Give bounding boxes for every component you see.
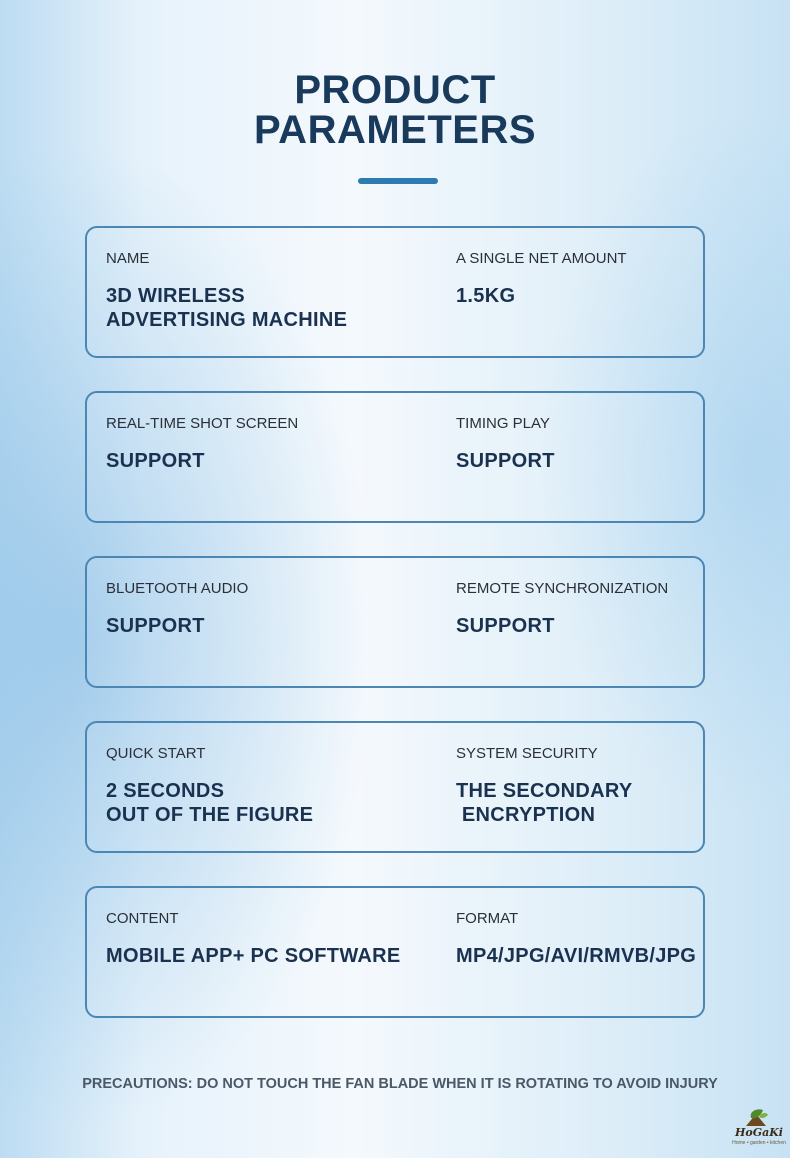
page-title-line-1: PRODUCT [294,68,496,112]
param-label: BLUETOOTH AUDIO [106,580,249,597]
param-label: CONTENT [106,910,179,927]
param-label: FORMAT [456,910,519,927]
param-value: 1.5KG [456,285,516,307]
param-value: MP4/JPG/AVI/RMVB/JPG [456,945,697,967]
param-value: THE SECONDARY ENCRYPTION [456,780,633,826]
param-label: TIMING PLAY [456,415,550,432]
leaf-house-icon [746,1109,768,1126]
param-value: 2 SECONDS OUT OF THE FIGURE [106,780,314,826]
page-title: PRODUCT PARAMETERS [0,70,790,150]
param-value: 3D WIRELESS ADVERTISING MACHINE [106,285,348,331]
param-value: SUPPORT [456,450,555,472]
param-label: SYSTEM SECURITY [456,745,598,762]
param-card-bluetooth: BLUETOOTH AUDIO SUPPORT REMOTE SYNCHRONI… [85,556,705,688]
param-card-content: CONTENT MOBILE APP+ PC SOFTWARE FORMAT M… [85,886,705,1018]
precautions-note: PRECAUTIONS: DO NOT TOUCH THE FAN BLADE … [82,1076,718,1092]
param-card-quick-start: QUICK START 2 SECONDS OUT OF THE FIGURE … [85,721,705,853]
param-value: SUPPORT [106,450,205,472]
param-label: QUICK START [106,745,206,762]
param-label: REAL-TIME SHOT SCREEN [106,415,299,432]
param-label: REMOTE SYNCHRONIZATION [456,580,669,597]
logo-tagline: Home • garden • kitchen [732,1140,786,1146]
param-card-name: NAME 3D WIRELESS ADVERTISING MACHINE A S… [85,226,705,358]
param-value: SUPPORT [456,615,555,637]
param-label: NAME [106,250,150,267]
param-value: MOBILE APP+ PC SOFTWARE [106,945,401,967]
logo-wordmark: HoGaKi [735,1126,783,1139]
param-label: A SINGLE NET AMOUNT [456,250,627,267]
brand-logo: HoGaKi Home • garden • kitchen [730,1108,788,1152]
param-card-shot-screen: REAL-TIME SHOT SCREEN SUPPORT TIMING PLA… [85,391,705,523]
page-title-line-2: PARAMETERS [253,108,537,152]
param-value: SUPPORT [106,615,205,637]
title-divider [358,178,438,184]
